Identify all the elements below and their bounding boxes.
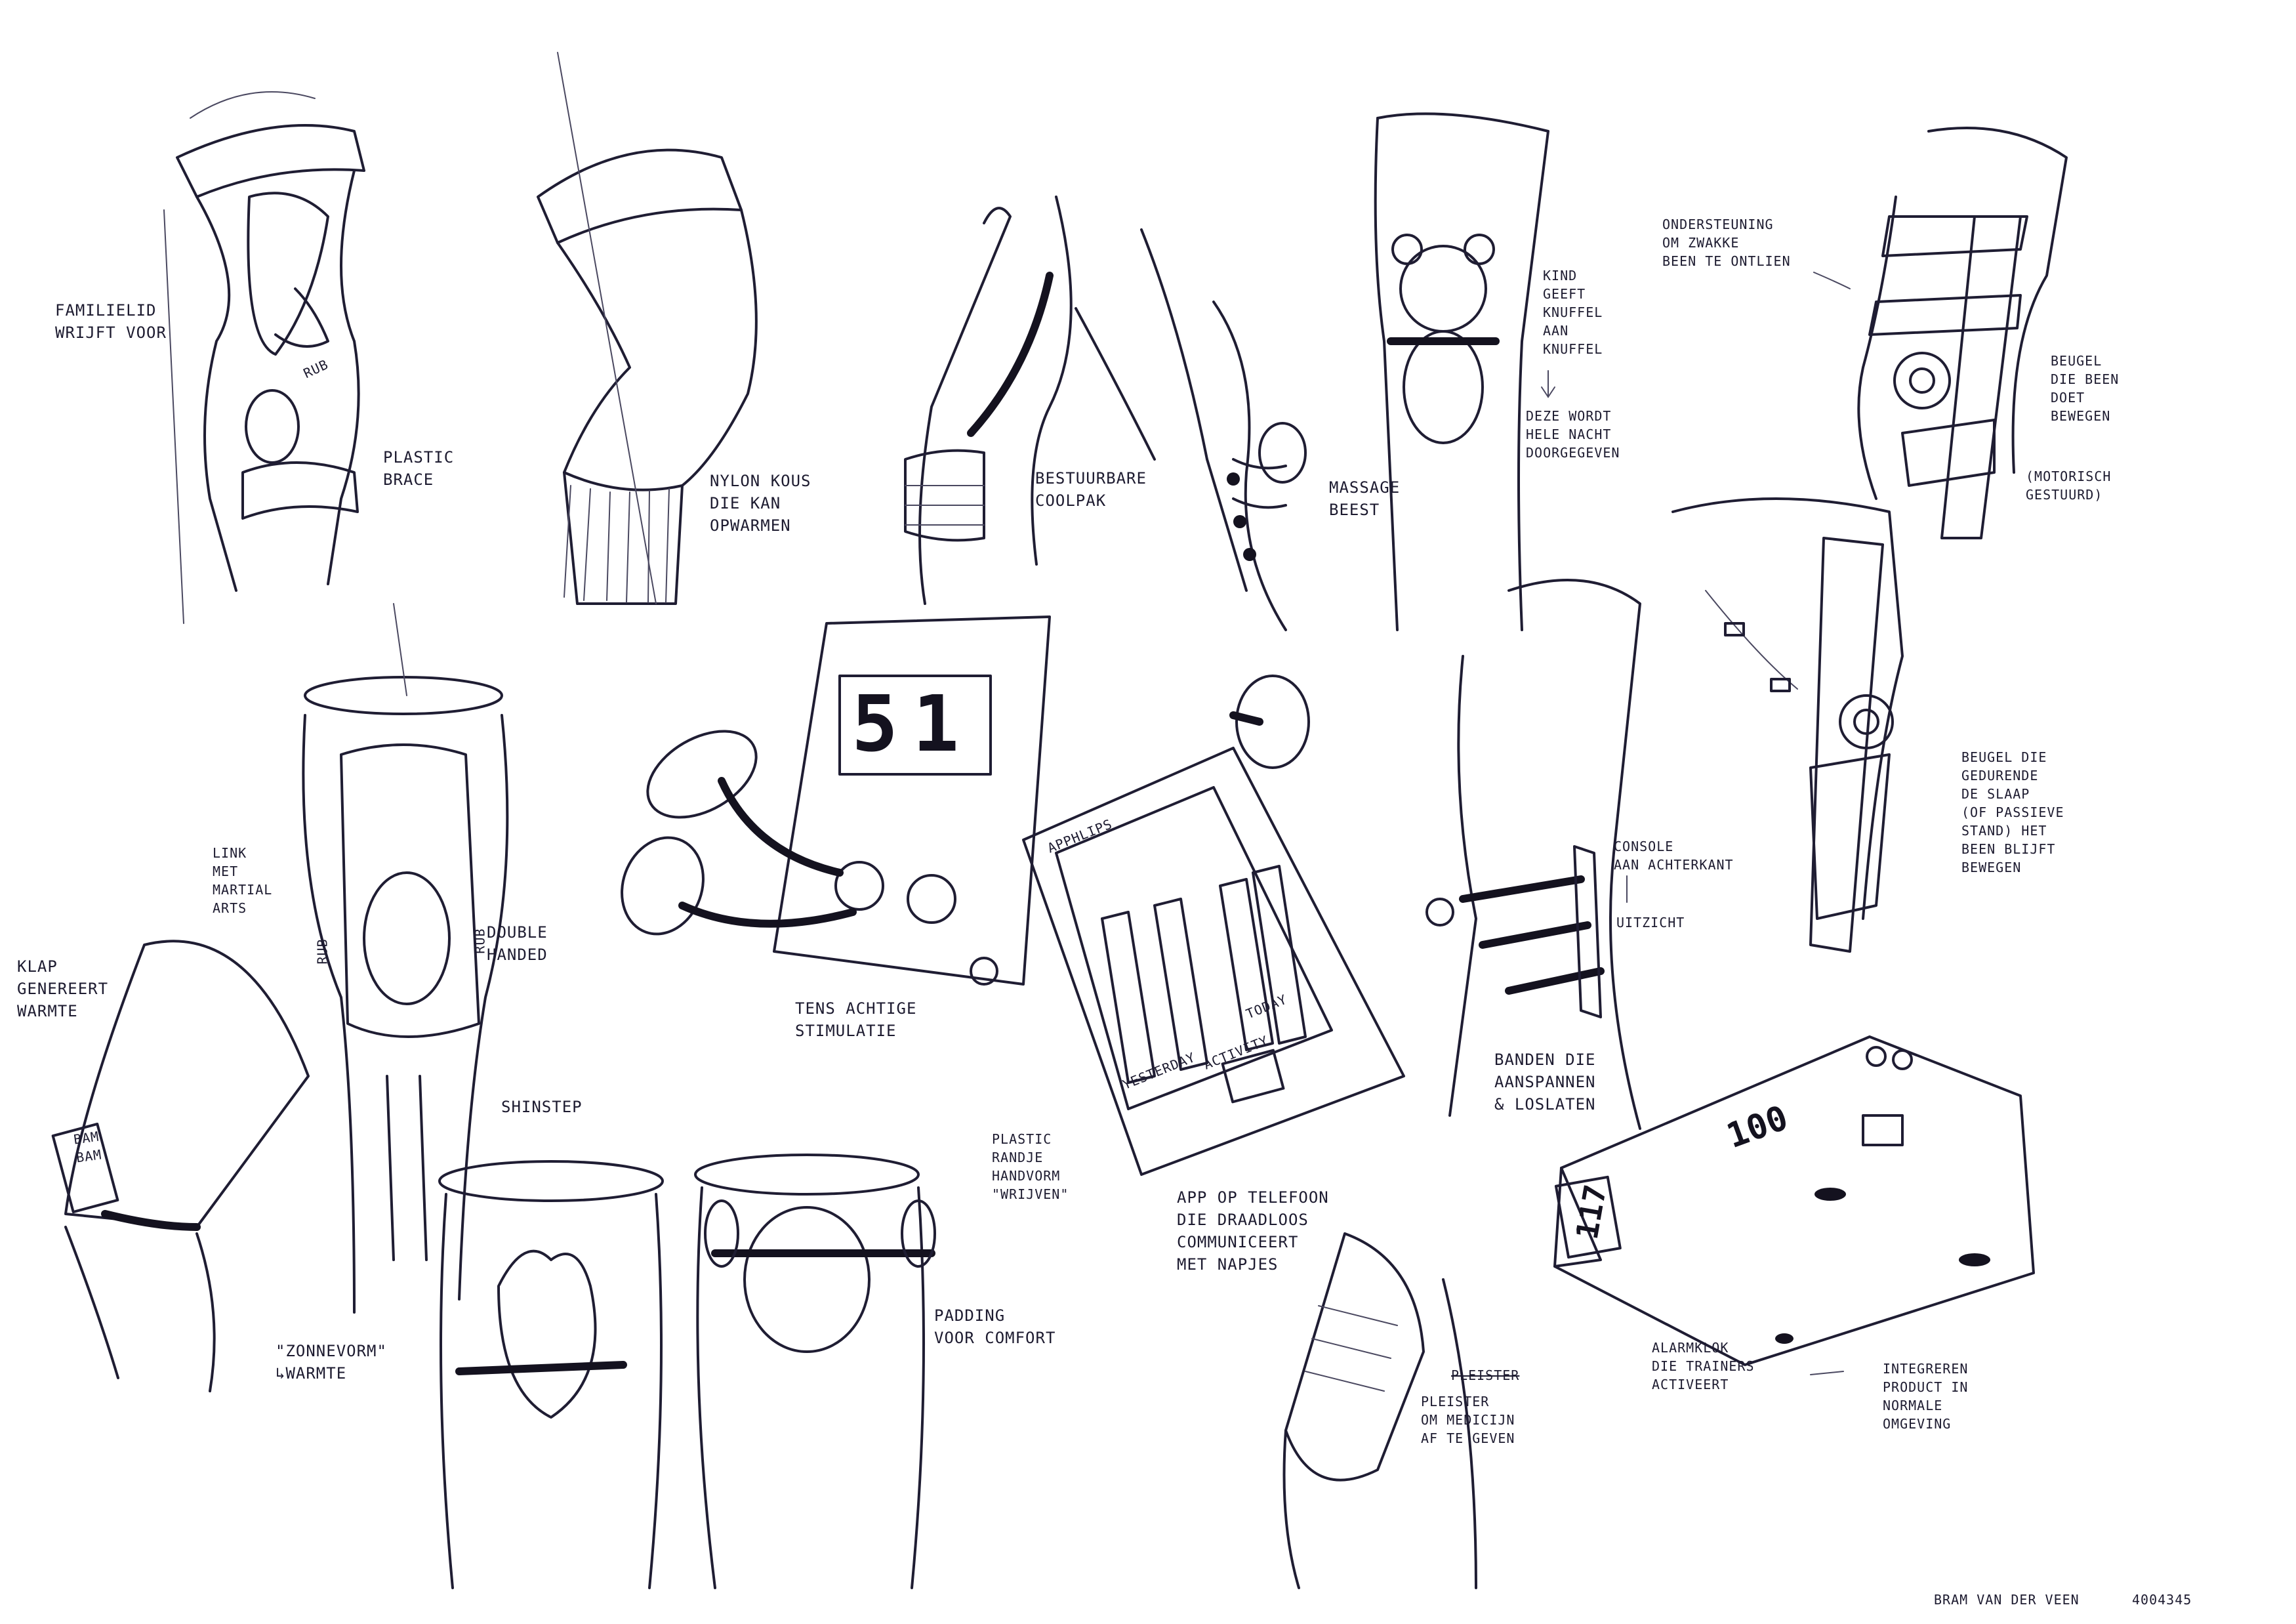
- label-plastic-randje: PLASTIC RANDJE HANDVORM "WRIJVEN": [992, 1131, 1069, 1202]
- label-double-handed: DOUBLE HANDED: [487, 923, 548, 964]
- label-rub-left: RUB: [314, 938, 331, 965]
- sketch-massage-beest: [1212, 301, 1307, 631]
- sketch-banden: [1425, 579, 1641, 1130]
- label-bam: BAM BAM: [72, 1128, 103, 1166]
- label-motorisch: (MOTORISCH GESTUURD): [2026, 468, 2112, 503]
- annotation-arrows: [1541, 272, 1851, 1375]
- sketch-beugel-motor: [1857, 127, 2068, 539]
- signature-student-number: 4004345: [2132, 1592, 2192, 1608]
- sketch-double-handed: [302, 603, 509, 1314]
- sketch-plastic-brace: [163, 91, 365, 624]
- sketch-tens: [621, 615, 1051, 986]
- sketch-pleister: [1282, 1232, 1477, 1589]
- label-deze-wordt: DEZE WORDT HELE NACHT DOORGEGEVEN: [1526, 408, 1620, 461]
- tens-display: 51: [851, 678, 974, 769]
- label-link: LINK MET MARTIAL ARTS: [213, 845, 273, 916]
- sketch-alarmklok: [1553, 1035, 2035, 1366]
- label-app: APP OP TELEFOON DIE DRAADLOOS COMMUNICEE…: [1177, 1188, 1329, 1274]
- sketch-beugel-slaap: [1671, 497, 1904, 953]
- label-padding: PADDING VOOR COMFORT: [934, 1306, 1056, 1347]
- label-pleister-struck: PLEISTER: [1451, 1367, 1520, 1383]
- label-coolpak: BESTUURBARE COOLPAK: [1035, 469, 1147, 510]
- sketch-coolpak: [904, 196, 1248, 605]
- label-zonnevorm: "ZONNEVORM" ↳WARMTE: [276, 1342, 387, 1383]
- label-banden: BANDEN DIE AANSPANNEN & LOSLATEN: [1494, 1051, 1596, 1114]
- label-alarmklok: ALARMKLOK DIE TRAINERS ACTIVEERT: [1652, 1340, 1755, 1392]
- label-rub-right: RUB: [472, 928, 488, 954]
- label-beugel-top: BEUGEL DIE BEEN DOET BEWEGEN: [2051, 353, 2120, 424]
- label-integreren: INTEGREREN PRODUCT IN NORMALE OMGEVING: [1883, 1361, 1969, 1432]
- sketch-plastic-randje: [694, 1154, 936, 1589]
- label-plastic-brace: PLASTIC BRACE: [383, 448, 455, 489]
- label-uitzicht: UITZICHT: [1616, 915, 1685, 930]
- signature-author: BRAM VAN DER VEEN: [1934, 1592, 2080, 1608]
- sketch-nylon-kous: [537, 52, 758, 605]
- sketch-knuffel: [1374, 112, 1549, 631]
- label-familielid: FAMILIELID WRIJFT VOOR: [55, 301, 167, 342]
- label-ondersteuning: ONDERSTEUNING OM ZWAKKE BEEN TE ONTLIEN: [1662, 217, 1791, 269]
- label-klap: KLAP GENEREERT WARMTE: [17, 957, 109, 1020]
- label-nylon-kous: NYLON KOUS DIE KAN OPWARMEN: [710, 472, 811, 535]
- label-pleister: PLEISTER OM MEDICIJN AF TE GEVEN: [1421, 1394, 1515, 1446]
- sketch-klap: [51, 940, 310, 1392]
- sketch-shinstep: [438, 1160, 664, 1589]
- label-tens: TENS ACHTIGE STIMULATIE: [795, 999, 917, 1040]
- label-massage: MASSAGE BEEST: [1329, 478, 1401, 519]
- sketch-app-phone: [1022, 675, 1405, 1176]
- label-beugel-slaap: BEUGEL DIE GEDURENDE DE SLAAP (OF PASSIE…: [1961, 749, 2064, 875]
- label-console: CONSOLE AAN ACHTERKANT: [1614, 839, 1734, 873]
- label-shinstep: SHINSTEP: [501, 1098, 583, 1116]
- label-kind: KIND GEEFT KNUFFEL AAN KNUFFEL: [1543, 268, 1603, 357]
